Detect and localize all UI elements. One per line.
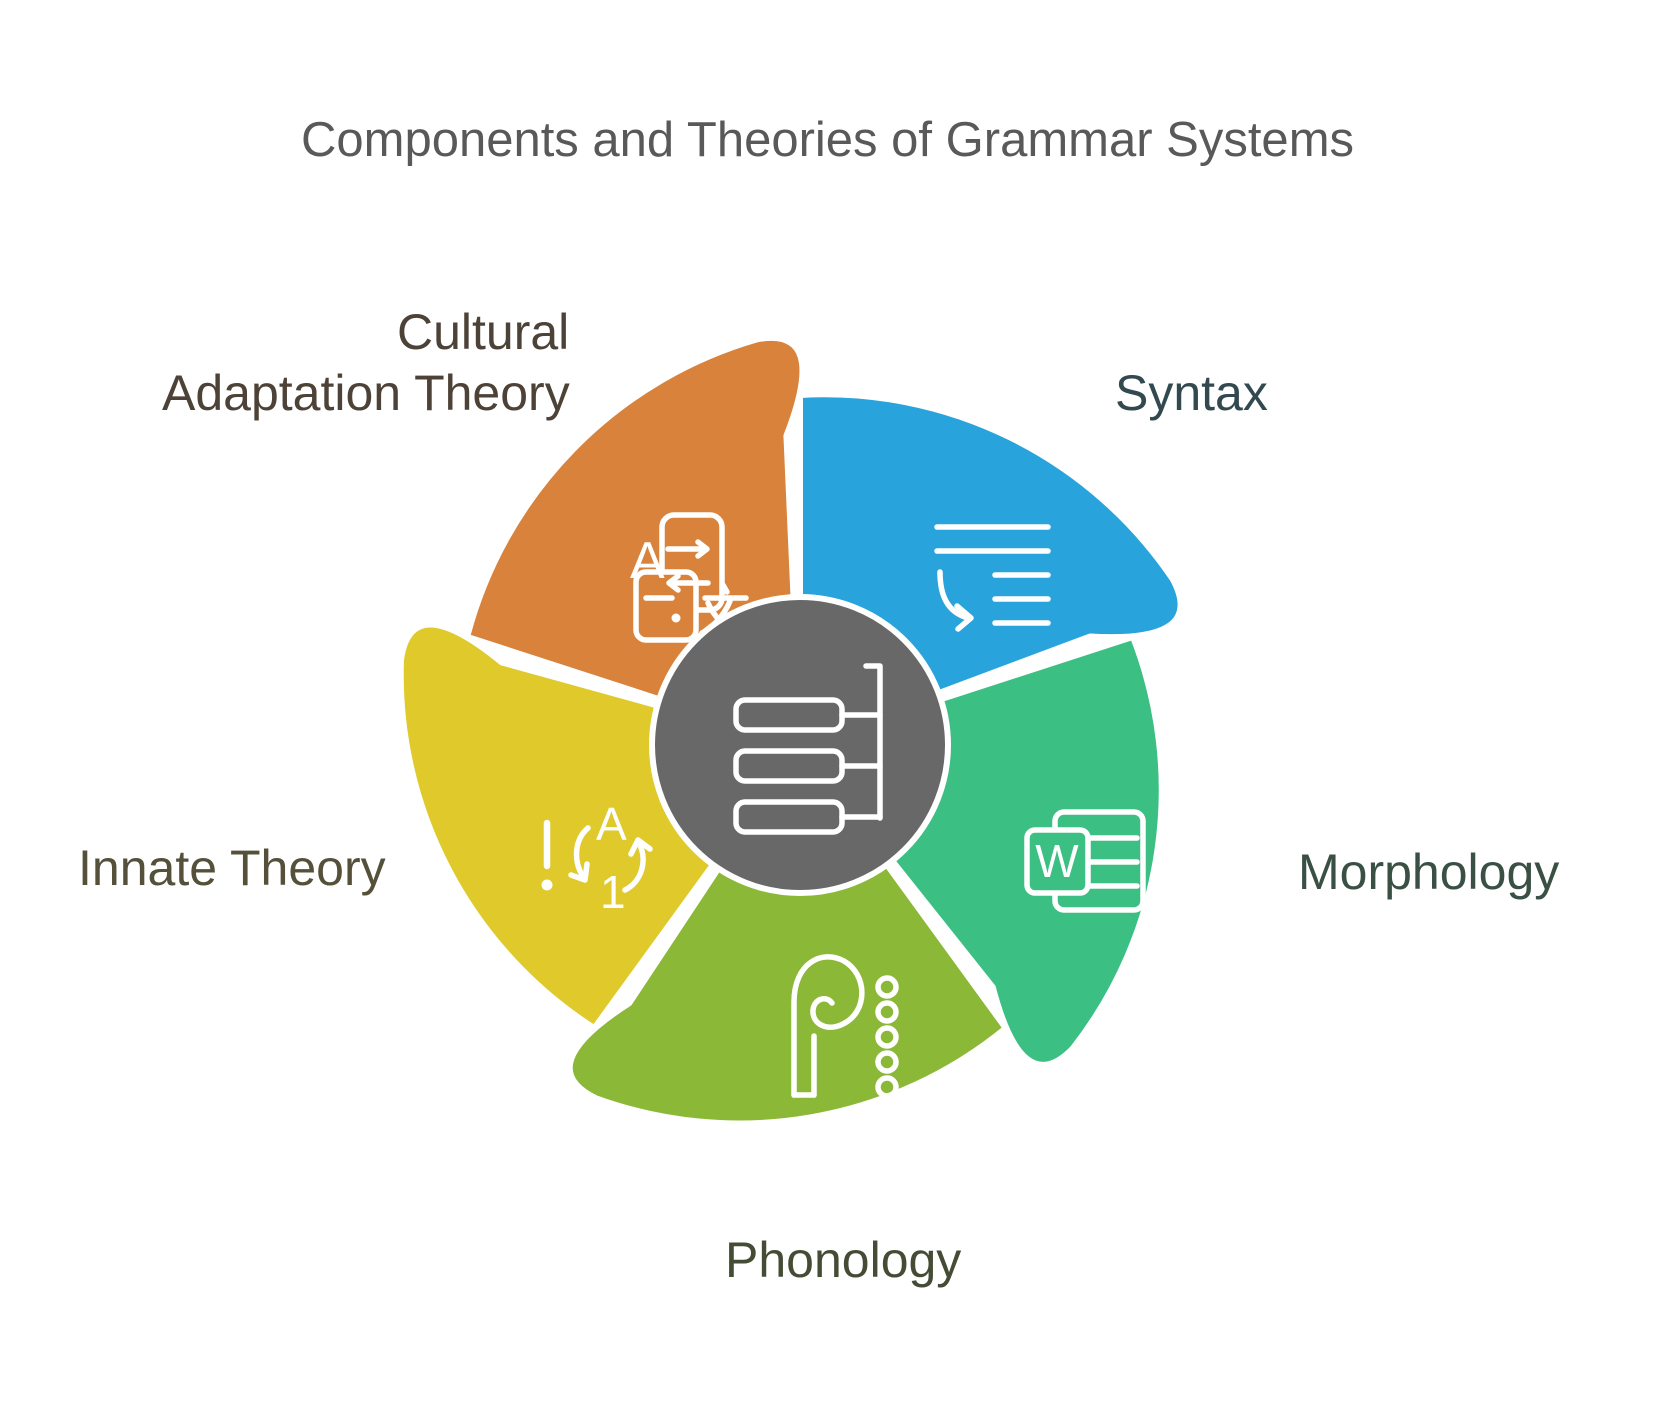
- diagram-title: Components and Theories of Grammar Syste…: [300, 113, 1355, 167]
- letter-a-glyph: A: [630, 532, 665, 590]
- label-innate-theory: Innate Theory: [78, 840, 386, 896]
- a-to-1-swap-icon: A 1: [541, 798, 653, 918]
- letter-w-glyph: W: [1035, 835, 1079, 887]
- indent-paragraph-icon: [934, 524, 1051, 632]
- word-document-icon: W: [1024, 809, 1146, 913]
- label-morphology: Morphology: [1298, 844, 1560, 900]
- digit-1-glyph: 1: [600, 866, 626, 918]
- label-phonology: Phonology: [725, 1232, 962, 1288]
- letter-p-with-dots-icon: [791, 954, 899, 1099]
- label-cultural-line1: Cultural: [397, 304, 570, 360]
- letter-a-glyph: A: [596, 798, 627, 850]
- center-hub-circle: [649, 594, 951, 896]
- label-cultural-line2: Adaptation Theory: [162, 365, 570, 421]
- translate-icon: A: [630, 512, 749, 643]
- label-syntax: Syntax: [1115, 365, 1268, 421]
- org-chart-icon: [733, 663, 883, 835]
